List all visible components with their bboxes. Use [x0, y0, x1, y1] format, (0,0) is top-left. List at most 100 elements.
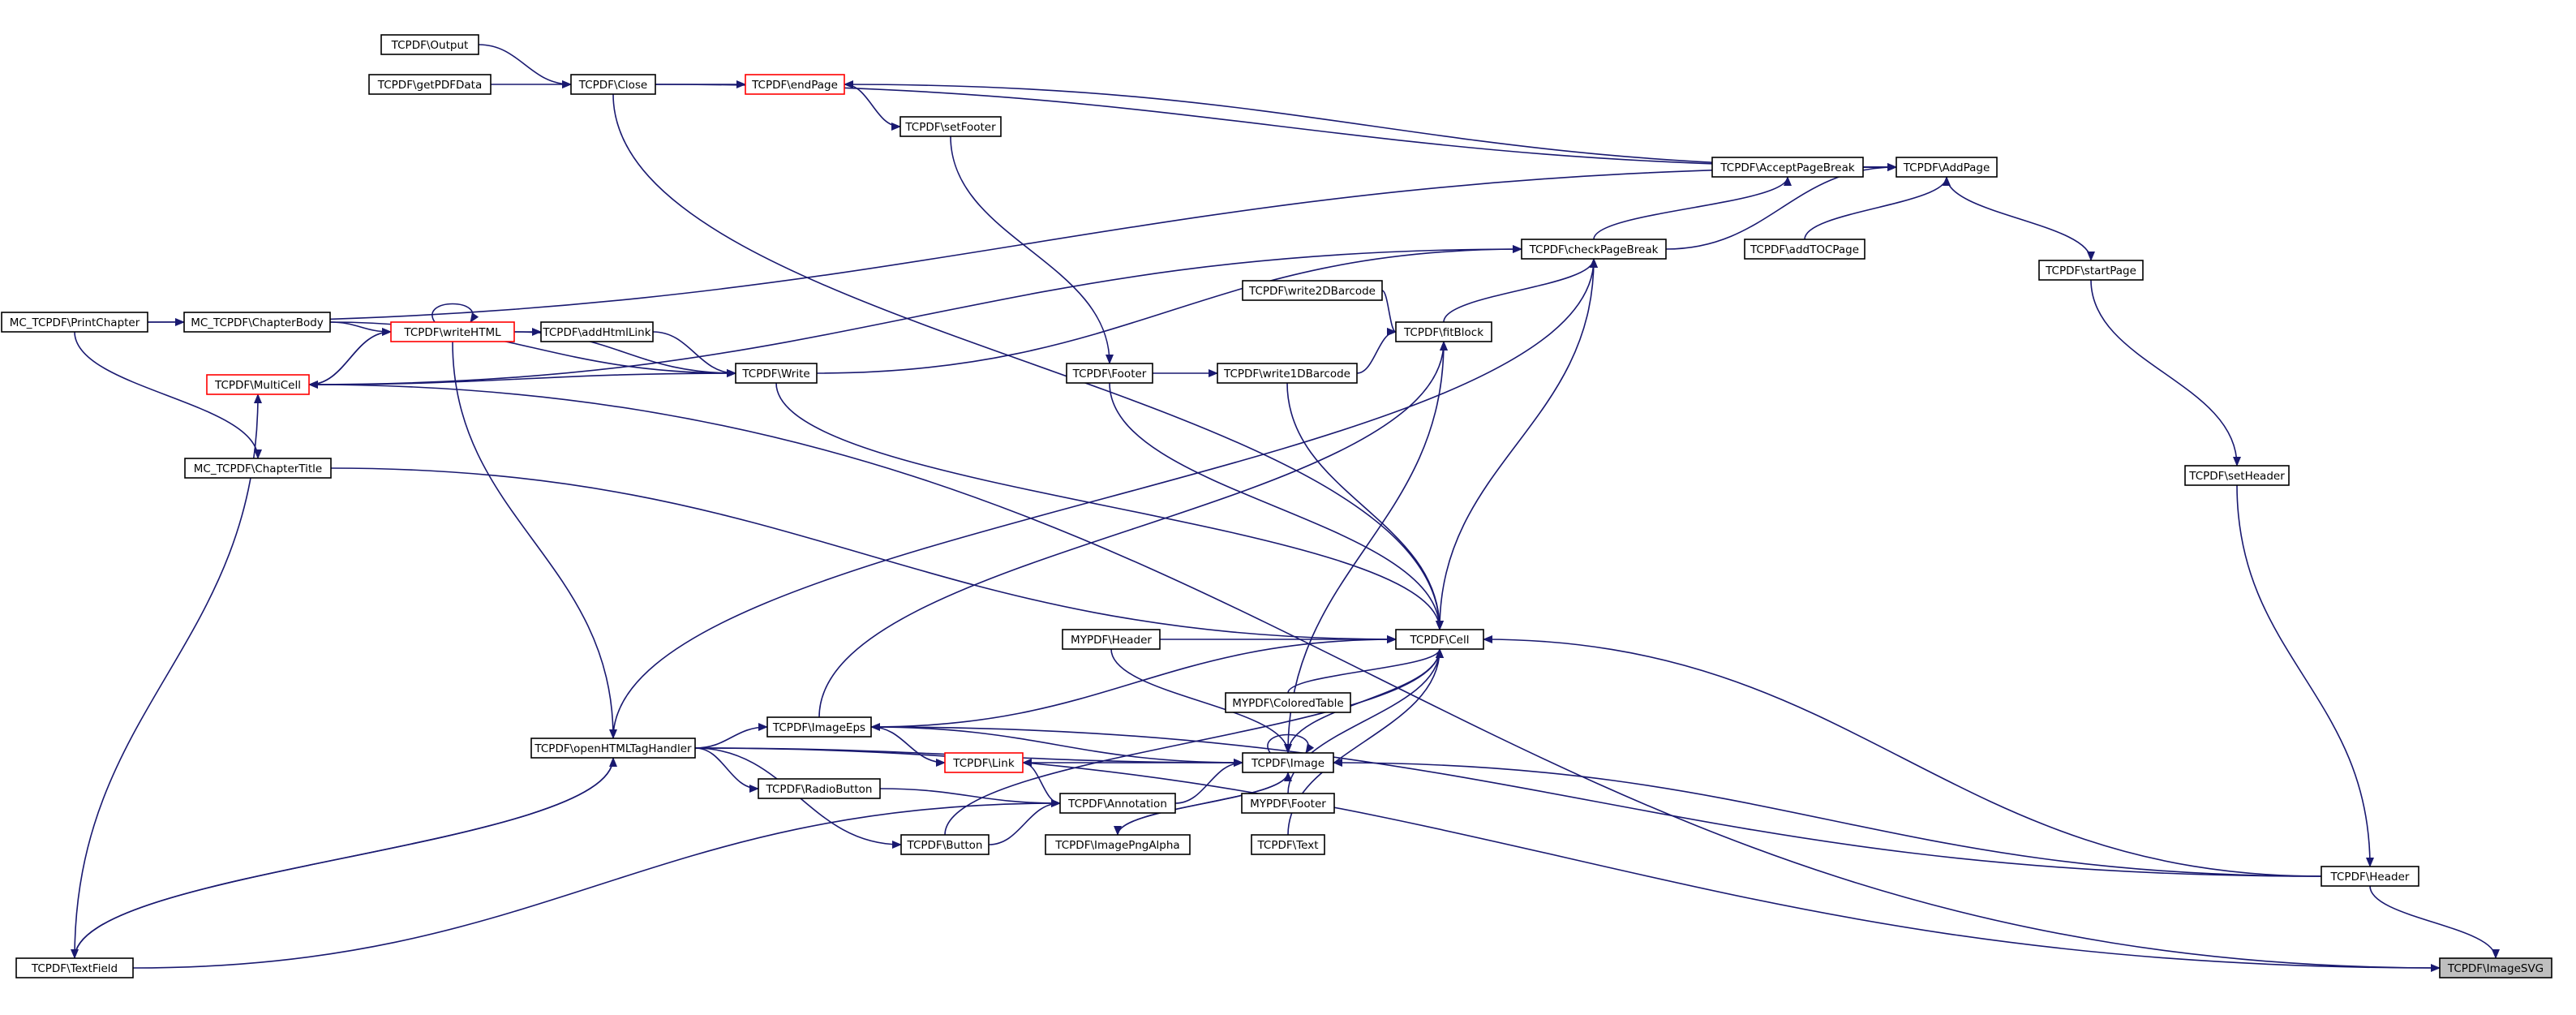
node-box	[570, 74, 656, 95]
node-label: MC_TCPDF\PrintChapter	[10, 316, 140, 329]
edge-print-chapter-to-add-page	[147, 163, 1897, 323]
node-box	[735, 363, 818, 384]
node-box	[1896, 157, 1998, 178]
node-box	[15, 957, 134, 978]
node-box	[1045, 834, 1191, 855]
edge-close-to-cell	[612, 93, 1444, 630]
node-button[interactable]: TCPDF\Button	[900, 834, 990, 855]
node-start-page[interactable]: TCPDF\startPage	[2038, 260, 2144, 281]
edge-header-to-image-eps	[870, 723, 2322, 877]
node-label: TCPDF\setHeader	[2188, 470, 2285, 483]
edge-footer-to-cell	[1109, 382, 1444, 630]
node-footer[interactable]: TCPDF\Footer	[1066, 363, 1153, 384]
edge-chapter-title-to-cell	[330, 467, 1397, 643]
edge-output-to-close	[478, 44, 572, 88]
node-set-footer[interactable]: TCPDF\setFooter	[899, 116, 1002, 137]
node-image-svg[interactable]: TCPDF\ImageSVG	[2439, 957, 2552, 978]
node-chapter-title[interactable]: MC_TCPDF\ChapterTitle	[184, 458, 332, 479]
node-add-page[interactable]: TCPDF\AddPage	[1896, 157, 1998, 178]
node-label: TCPDF\Output	[391, 39, 469, 52]
node-chapter-body[interactable]: MC_TCPDF\ChapterBody	[183, 312, 331, 333]
edge-image-eps-to-cell	[870, 635, 1397, 728]
edge-start-page-to-set-header	[2090, 279, 2241, 467]
node-box	[1242, 280, 1383, 301]
node-fit-block[interactable]: TCPDF\fitBlock	[1395, 321, 1492, 342]
edge-add-html-link-to-write	[652, 331, 736, 377]
node-multi-cell[interactable]: TCPDF\MultiCell	[206, 374, 310, 395]
node-box	[1059, 793, 1176, 814]
node-annotation[interactable]: TCPDF\Annotation	[1059, 793, 1176, 814]
node-label: MYPDF\ColoredTable	[1232, 697, 1343, 710]
node-mypdf-header[interactable]: MYPDF\Header	[1062, 629, 1161, 650]
node-write1-d-barcode[interactable]: TCPDF\write1DBarcode	[1217, 363, 1358, 384]
node-label: TCPDF\AcceptPageBreak	[1719, 161, 1855, 174]
edge-check-page-break-to-accept-page-break	[1593, 176, 1792, 240]
edge-add-page-to-start-page	[1946, 176, 2095, 261]
node-colored-table[interactable]: MYPDF\ColoredTable	[1225, 692, 1351, 713]
node-radio-button[interactable]: TCPDF\RadioButton	[758, 778, 881, 799]
node-header[interactable]: TCPDF\Header	[2321, 866, 2419, 887]
edge-write1-d-barcode-to-fit-block	[1356, 328, 1397, 374]
node-box	[1711, 157, 1864, 178]
edge-button-to-annotation	[988, 799, 1061, 845]
node-link[interactable]: TCPDF\Link	[944, 752, 1024, 773]
node-label: TCPDF\Text	[1256, 839, 1318, 852]
node-add-toc-page[interactable]: TCPDF\addTOCPage	[1744, 239, 1865, 260]
node-box	[944, 752, 1024, 773]
edge-image-to-fit-block	[1287, 341, 1448, 754]
node-label: TCPDF\ImagePngAlpha	[1054, 839, 1179, 852]
node-label: TCPDF\Annotation	[1067, 798, 1167, 811]
node-box	[1241, 793, 1335, 814]
node-image[interactable]: TCPDF\Image	[1242, 752, 1334, 773]
node-box	[1225, 692, 1351, 713]
node-end-page[interactable]: TCPDF\endPage	[745, 74, 845, 95]
node-accept-page-break[interactable]: TCPDF\AcceptPageBreak	[1711, 157, 1864, 178]
edge-annotation-to-link	[1022, 759, 1061, 804]
node-box	[758, 778, 881, 799]
node-box	[1217, 363, 1358, 384]
node-label: TCPDF\Write	[741, 368, 809, 381]
node-cell[interactable]: TCPDF\Cell	[1395, 629, 1484, 650]
node-check-page-break[interactable]: TCPDF\checkPageBreak	[1521, 239, 1667, 260]
node-image-eps[interactable]: TCPDF\ImageEps	[766, 716, 872, 738]
node-mypdf-footer[interactable]: MYPDF\Footer	[1241, 793, 1335, 814]
edge-write1-d-barcode-to-cell	[1286, 382, 1444, 630]
edge-add-page-to-end-page	[844, 80, 1897, 168]
node-label: TCPDF\checkPageBreak	[1529, 243, 1659, 256]
edge-mypdf-header-to-image	[1110, 648, 1292, 754]
edge-image-eps-to-fit-block	[818, 341, 1448, 718]
node-label: TCPDF\RadioButton	[766, 783, 873, 796]
node-write2-d-barcode[interactable]: TCPDF\write2DBarcode	[1242, 280, 1383, 301]
node-box	[183, 312, 331, 333]
node-add-html-link[interactable]: TCPDF\addHtmlLink	[540, 321, 654, 342]
node-label: TCPDF\fitBlock	[1403, 326, 1483, 339]
edge-write-html-to-write-html	[431, 303, 479, 323]
edge-add-toc-page-to-add-page	[1804, 176, 1951, 240]
node-box	[1395, 321, 1492, 342]
edge-cell-to-check-page-break	[1439, 258, 1598, 630]
node-output[interactable]: TCPDF\Output	[380, 34, 479, 55]
edge-image-eps-to-image	[870, 726, 1243, 767]
node-label: TCPDF\getPDFData	[377, 79, 482, 92]
node-text[interactable]: TCPDF\Text	[1251, 834, 1325, 855]
node-write[interactable]: TCPDF\Write	[735, 363, 818, 384]
node-label: TCPDF\AddPage	[1903, 161, 1990, 174]
node-image-png-alpha[interactable]: TCPDF\ImagePngAlpha	[1045, 834, 1191, 855]
edge-text-field-to-annotation	[132, 799, 1061, 969]
edge-open-html-tag-handler-to-image-svg	[694, 747, 2441, 972]
edge-open-html-tag-handler-to-radio-button	[694, 747, 759, 793]
edge-print-chapter-to-chapter-title	[74, 331, 262, 459]
node-box	[206, 374, 310, 395]
edge-image-png-alpha-to-image	[1117, 772, 1292, 836]
node-open-html-tag-handler[interactable]: TCPDF\openHTMLTagHandler	[530, 738, 696, 759]
edge-write2-d-barcode-to-fit-block	[1381, 290, 1397, 336]
edge-header-to-image	[1333, 759, 2322, 877]
node-close[interactable]: TCPDF\Close	[570, 74, 656, 95]
node-set-header[interactable]: TCPDF\setHeader	[2184, 465, 2290, 486]
node-get-pdf-data[interactable]: TCPDF\getPDFData	[368, 74, 492, 95]
node-text-field[interactable]: TCPDF\TextField	[15, 957, 134, 978]
node-write-html[interactable]: TCPDF\writeHTML	[390, 321, 515, 342]
node-print-chapter[interactable]: MC_TCPDF\PrintChapter	[1, 312, 148, 333]
